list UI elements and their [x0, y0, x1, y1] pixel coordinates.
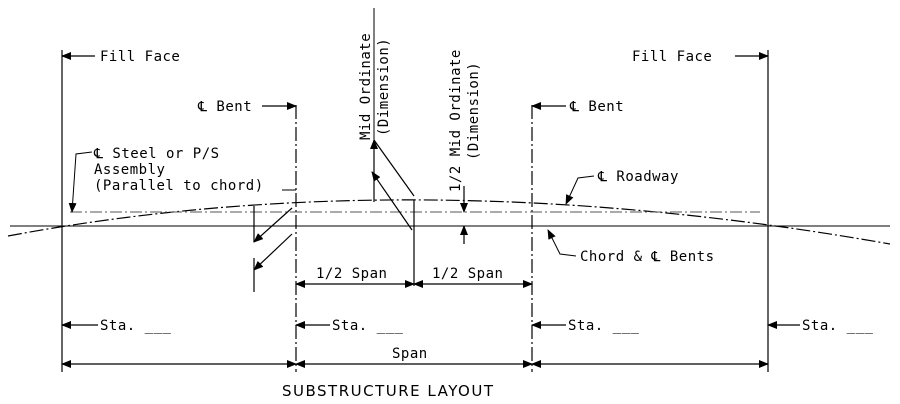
sta-3-label: Sta. ___	[568, 318, 640, 334]
bent-right-label: ℄ Bent	[569, 99, 624, 115]
steel-diag-1	[253, 207, 293, 243]
roadway-label: ℄ Roadway	[597, 169, 679, 185]
sta-1-label: Sta. ___	[100, 318, 172, 334]
half-span-left-label: 1/2 Span	[316, 266, 387, 282]
fill-face-right-label: Fill Face	[632, 49, 712, 65]
half-span-right-label: 1/2 Span	[432, 266, 503, 282]
chord-bents-label: Chord & ℄ Bents	[580, 249, 715, 265]
sta-2-label: Sta. ___	[332, 318, 404, 334]
diagram-title: SUBSTRUCTURE LAYOUT	[282, 382, 494, 400]
half-mid-ordinate-label: 1/2 Mid Ordinate	[448, 49, 464, 192]
half-mid-ordinate-dimension-label: (Dimension)	[466, 62, 482, 160]
steel-label-1: ℄ Steel or P/S	[93, 146, 220, 162]
steel-diag-2	[253, 233, 293, 271]
bent-left-label: ℄ Bent	[197, 99, 252, 115]
chord-leader	[547, 229, 577, 257]
roadway-centerline-arc	[7, 199, 891, 245]
sta-4-label: Sta. ___	[802, 318, 874, 334]
mid-ordinate-leader	[373, 139, 415, 197]
mid-ordinate-leader-2	[371, 171, 413, 231]
mid-ordinate-dimension-label: (Dimension)	[376, 38, 392, 136]
steel-label-2: Assembly	[94, 162, 165, 178]
steel-leader	[68, 151, 93, 213]
roadway-leader	[565, 175, 595, 205]
mid-ordinate-label: Mid Ordinate	[358, 33, 374, 140]
fill-face-left-label: Fill Face	[100, 49, 180, 65]
steel-label-3: (Parallel to chord)	[94, 178, 264, 194]
span-label: Span	[392, 346, 428, 362]
